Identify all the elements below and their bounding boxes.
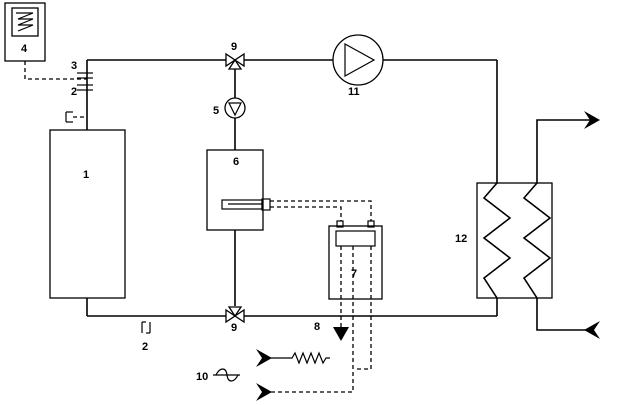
valve-top-label: 9 xyxy=(231,41,237,53)
main-pump-label: 11 xyxy=(348,86,360,98)
exchanger-label: 12 xyxy=(455,233,467,245)
battery-pack xyxy=(49,129,126,299)
three-way-valve-top xyxy=(225,52,245,70)
upper-sensor-mark xyxy=(65,111,87,123)
unit-7 xyxy=(328,220,383,300)
power-input-lines xyxy=(270,246,372,393)
controller-box xyxy=(4,2,46,62)
controller-label: 4 xyxy=(21,43,28,55)
sensor-a-label: 2 xyxy=(71,86,77,98)
connector-label: 3 xyxy=(71,60,77,72)
unit7-label: 7 xyxy=(351,268,357,280)
lower-sensor-mark xyxy=(141,321,151,334)
plug-icon-upper xyxy=(256,349,272,367)
main-pump xyxy=(332,34,384,86)
small-pump xyxy=(224,97,246,119)
valve-bottom-label: 9 xyxy=(231,322,237,334)
external-lines xyxy=(536,119,592,331)
connector-marks xyxy=(77,72,93,91)
small-pump-label: 5 xyxy=(213,105,219,117)
heat-exchanger xyxy=(476,182,553,299)
ac-source-icon xyxy=(213,368,240,382)
tank-label: 6 xyxy=(233,156,239,168)
sensor-b-label: 2 xyxy=(142,341,148,353)
zigzag-heater-icon xyxy=(16,12,34,32)
inlet-arrow-icon xyxy=(584,321,600,339)
power10-label: 10 xyxy=(196,371,208,383)
main-loop-piping xyxy=(86,59,498,317)
tank xyxy=(206,149,264,231)
battery-label: 1 xyxy=(83,169,89,181)
controller-signal-line xyxy=(24,61,87,80)
outlet8-arrow xyxy=(333,327,349,341)
three-way-valve-bottom xyxy=(225,306,245,324)
immersion-heater xyxy=(221,198,271,211)
outlet8-label: 8 xyxy=(314,321,320,333)
heater-to-unit-dashed xyxy=(270,200,372,221)
plug-icon-lower xyxy=(256,383,272,401)
outlet-arrow-icon xyxy=(584,111,600,129)
